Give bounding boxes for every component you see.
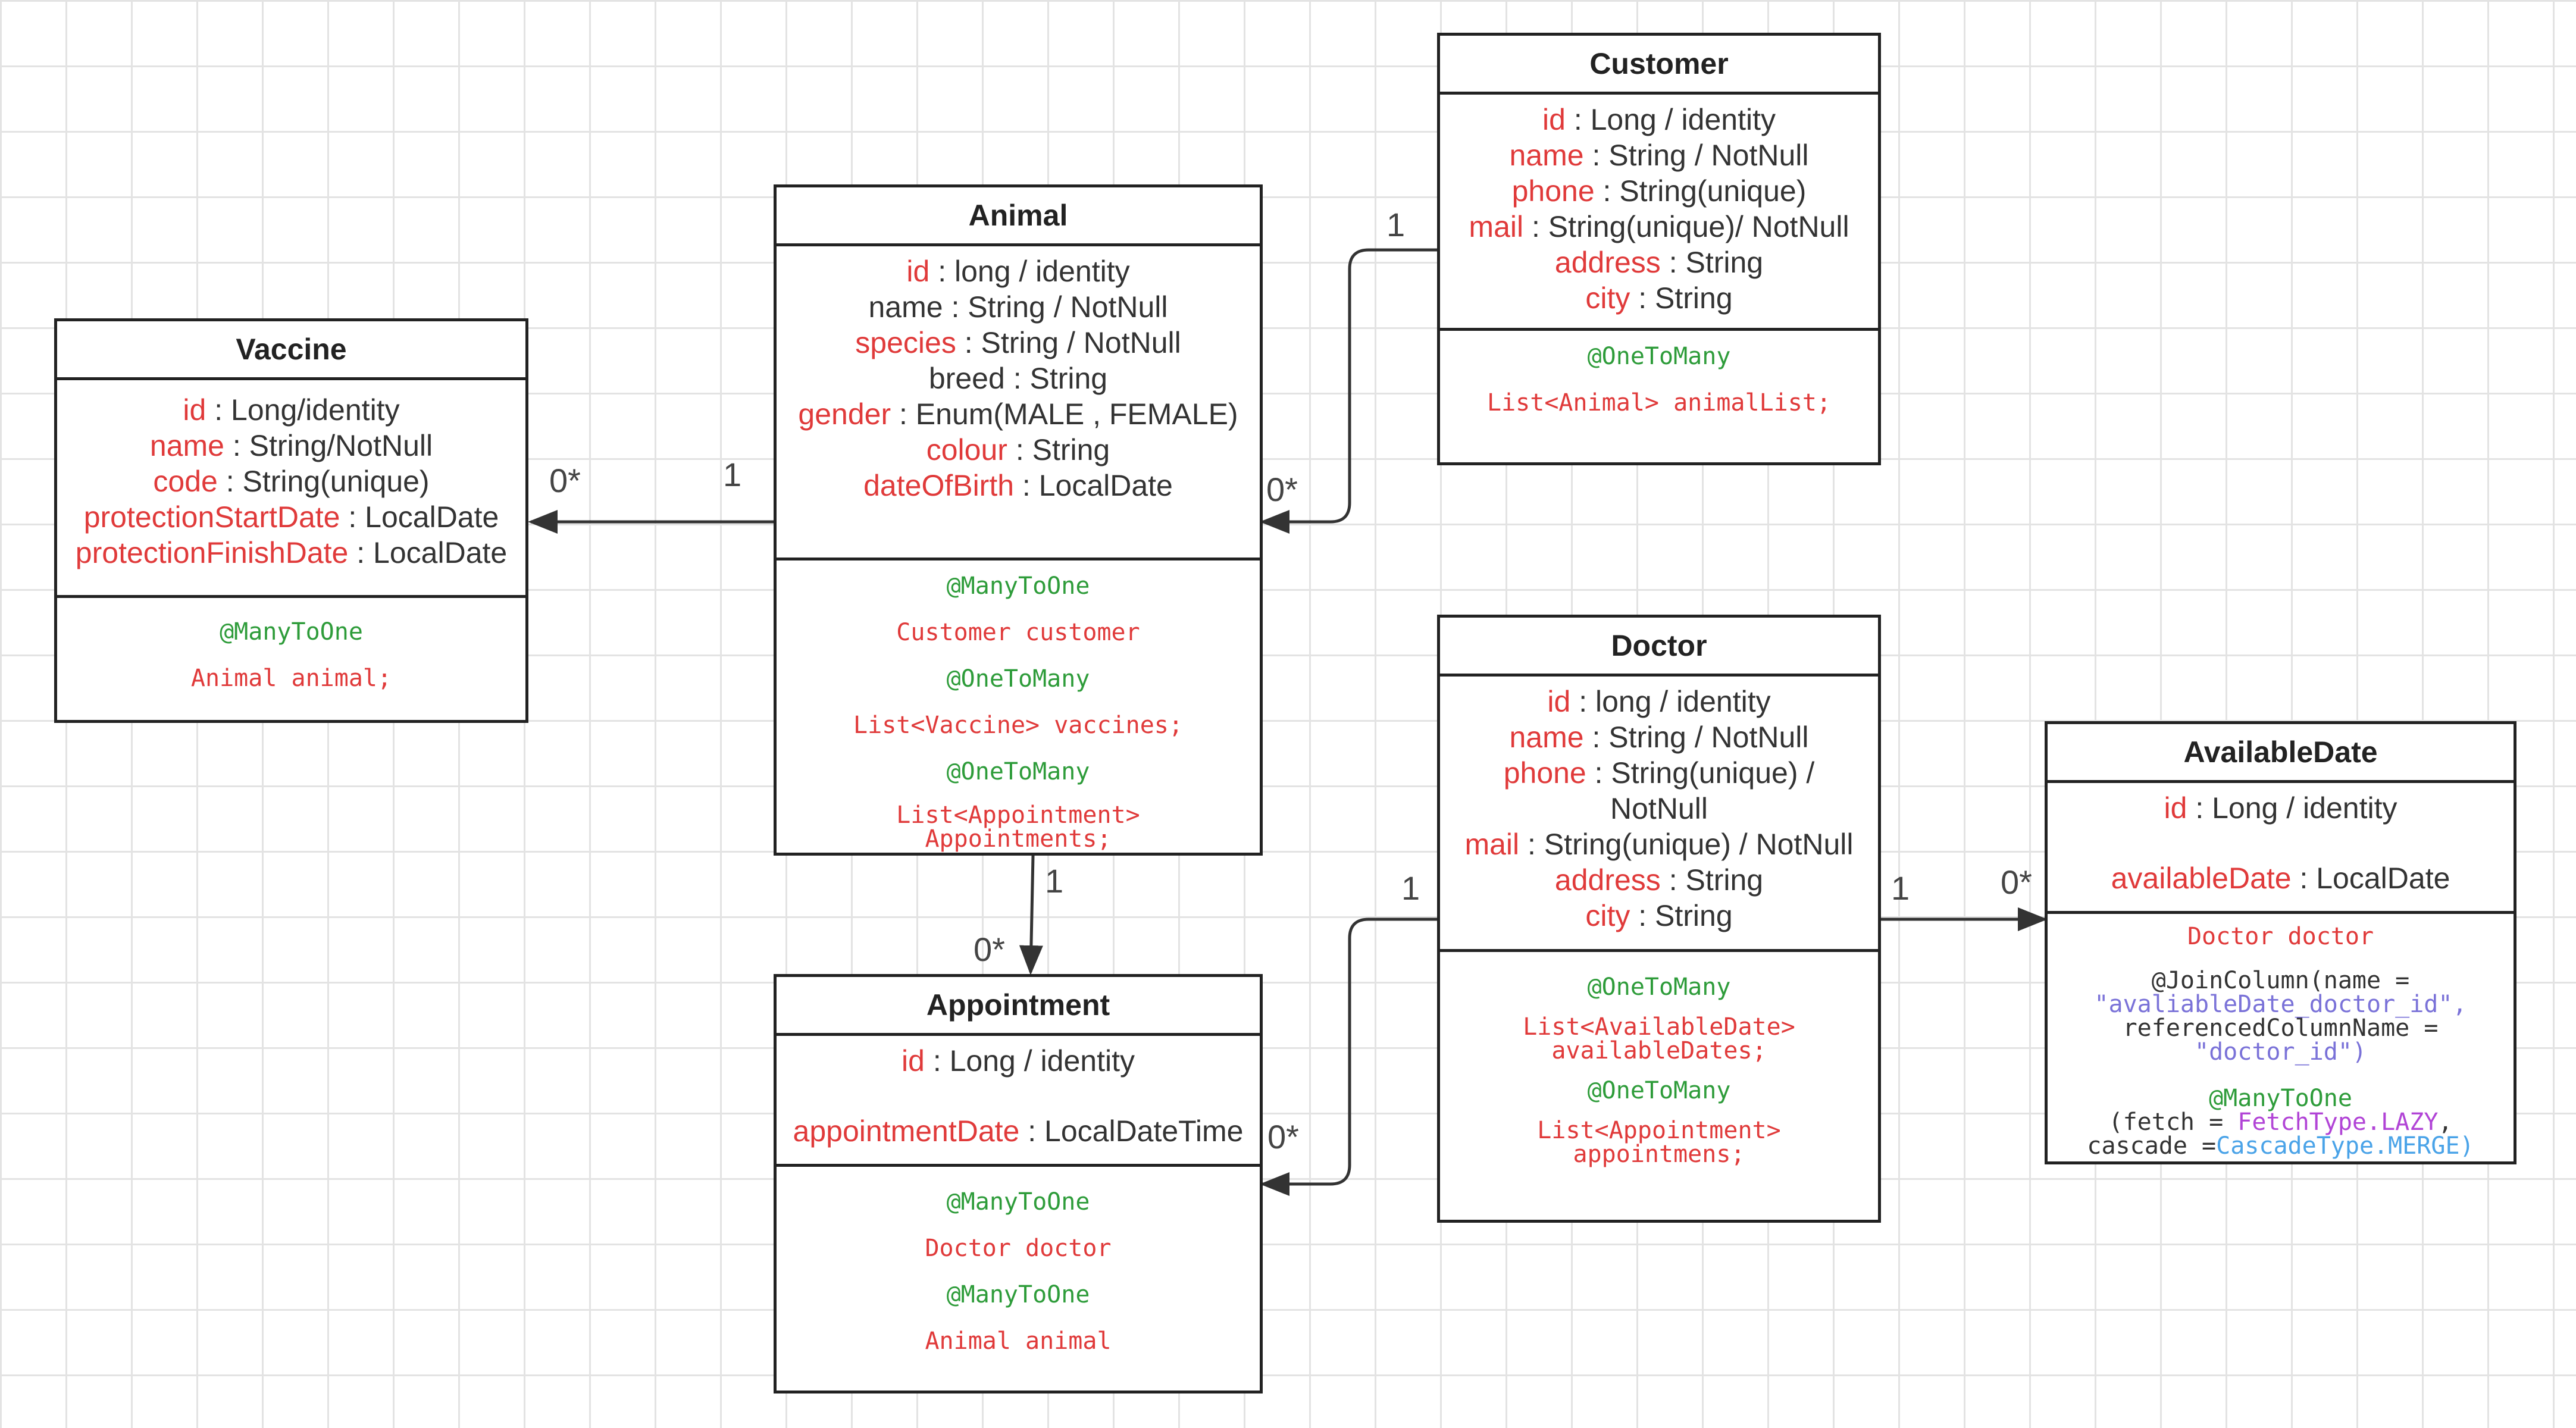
multiplicity-label: 0*	[1267, 1118, 1299, 1155]
multiplicity-label: 1	[1386, 206, 1406, 243]
class-title: AvailableDate	[2048, 724, 2514, 783]
attribute-row: city : String	[1585, 899, 1733, 932]
code-line: cascade =CascadeType.MERGE)	[2087, 1132, 2474, 1160]
attribute-row: colour : String	[926, 433, 1110, 466]
class-animal: Animal id : long / identity name : Strin…	[774, 184, 1263, 856]
attribute-row: id : Long/identity	[183, 393, 400, 427]
code-line: List<AvailableDate>	[1523, 1013, 1795, 1041]
attribute-row: phone : String(unique) /	[1503, 756, 1815, 790]
code-line: "avaliableDate_doctor_id",	[2094, 991, 2467, 1018]
annotation: @ManyToOne	[2209, 1085, 2352, 1112]
class-title: Customer	[1440, 36, 1878, 95]
code-line: availableDates;	[1551, 1037, 1767, 1064]
attribute-row: phone : String(unique)	[1511, 174, 1807, 208]
attribute-row: breed : String	[928, 362, 1108, 395]
class-methods: @ManyToOne Doctor doctor @ManyToOne Anim…	[777, 1164, 1260, 1364]
attribute-row: address : String	[1554, 246, 1764, 279]
annotation: @OneToMany	[1587, 973, 1731, 1001]
class-methods: @OneToMany List<Animal> animalList;	[1440, 328, 1878, 426]
annotation: @OneToMany	[946, 758, 1090, 785]
class-title: Doctor	[1440, 618, 1878, 677]
attribute-row: protectionFinishDate : LocalDate	[75, 536, 508, 569]
class-attributes: id : Long/identity name : String/NotNull…	[57, 380, 525, 595]
attribute-row: id : Long / identity	[1542, 103, 1776, 136]
class-methods: @ManyToOne Customer customer @OneToMany …	[777, 558, 1260, 851]
attribute-row: code : String(unique)	[153, 465, 430, 498]
attribute-row: gender : Enum(MALE , FEMALE)	[798, 397, 1238, 431]
class-methods: @ManyToOne Animal animal;	[57, 595, 525, 702]
attribute-row: id : Long / identity	[2164, 791, 2397, 825]
class-attributes: id : Long / identity appointmentDate : L…	[777, 1036, 1260, 1164]
class-title: Animal	[777, 187, 1260, 246]
annotation: @ManyToOne	[220, 618, 363, 646]
attribute-row: city : String	[1585, 281, 1733, 315]
attribute-row: mail : String(unique) / NotNull	[1464, 828, 1854, 861]
annotation: @OneToMany	[1587, 1077, 1731, 1104]
attribute-row: id : long / identity	[1547, 685, 1771, 718]
attribute-row: id : Long / identity	[902, 1044, 1135, 1078]
attribute-row: address : String	[1554, 863, 1764, 897]
attribute-row: name : String / NotNull	[1509, 721, 1809, 754]
attribute-row: name : String / NotNull	[1509, 139, 1809, 172]
attribute-row: mail : String(unique)/ NotNull	[1469, 210, 1849, 243]
class-vaccine: Vaccine id : Long/identity name : String…	[54, 318, 528, 723]
annotation: @OneToMany	[1587, 343, 1731, 370]
attribute-row: protectionStartDate : LocalDate	[83, 500, 499, 534]
class-availabledate: AvailableDate id : Long / identity avail…	[2045, 721, 2516, 1164]
attribute-row: name : String/NotNull	[149, 429, 433, 462]
class-methods: @OneToMany List<AvailableDate> available…	[1440, 949, 1878, 1166]
class-attributes: id : long / identity name : String / Not…	[777, 246, 1260, 558]
code-line: Animal animal;	[190, 665, 392, 692]
attribute-row: availableDate : LocalDate	[2111, 862, 2450, 895]
class-title: Appointment	[777, 977, 1260, 1036]
attribute-row: id : long / identity	[906, 255, 1130, 288]
annotation: @ManyToOne	[946, 1188, 1090, 1216]
class-customer: Customer id : Long / identity name : Str…	[1437, 33, 1881, 465]
attribute-row: name : String / NotNull	[868, 290, 1168, 324]
code-line: List<Vaccine> vaccines;	[853, 712, 1183, 739]
code-line: Doctor doctor	[925, 1235, 1112, 1262]
multiplicity-label: 0*	[974, 931, 1005, 968]
code-line: Doctor doctor	[2187, 923, 2374, 950]
attribute-row: dateOfBirth : LocalDate	[863, 469, 1173, 502]
annotation: @OneToMany	[946, 665, 1090, 693]
class-doctor: Doctor id : long / identity name : Strin…	[1437, 615, 1881, 1223]
multiplicity-label: 0*	[2001, 863, 2032, 901]
code-line: @JoinColumn(name =	[2151, 967, 2410, 994]
code-line: "doctor_id")	[2195, 1038, 2367, 1066]
code-line: List<Appointment>	[896, 801, 1140, 829]
class-title: Vaccine	[57, 321, 525, 380]
annotation: @ManyToOne	[946, 1281, 1090, 1308]
class-attributes: id : long / identity name : String / Not…	[1440, 677, 1878, 949]
multiplicity-label: 1	[1045, 862, 1064, 900]
code-line: referencedColumnName =	[2123, 1014, 2439, 1042]
attribute-row: appointmentDate : LocalDateTime	[793, 1114, 1244, 1148]
code-line: Animal animal	[925, 1327, 1112, 1355]
multiplicity-label: 1	[1401, 869, 1420, 907]
code-line: Customer customer	[896, 619, 1140, 646]
class-methods: Doctor doctor @JoinColumn(name = "avalia…	[2048, 911, 2514, 1158]
attribute-row: NotNull	[1610, 792, 1708, 825]
code-line: (fetch = FetchType.LAZY,	[2108, 1108, 2453, 1136]
code-line: Appointments;	[925, 825, 1112, 853]
class-attributes: id : Long / identity availableDate : Loc…	[2048, 783, 2514, 911]
code-line: List<Appointment>	[1537, 1117, 1781, 1144]
multiplicity-label: 0*	[549, 462, 581, 499]
code-line: List<Animal> animalList;	[1487, 389, 1831, 416]
multiplicity-label: 1	[1891, 869, 1910, 907]
class-attributes: id : Long / identity name : String / Not…	[1440, 95, 1878, 328]
multiplicity-label: 0*	[1266, 471, 1298, 508]
connector-animal-appointment	[1019, 855, 1043, 975]
multiplicity-label: 1	[723, 456, 742, 493]
attribute-row: species : String / NotNull	[855, 326, 1181, 359]
code-line: appointmens;	[1573, 1141, 1745, 1168]
annotation: @ManyToOne	[946, 572, 1090, 600]
class-appointment: Appointment id : Long / identity appoint…	[774, 974, 1263, 1393]
